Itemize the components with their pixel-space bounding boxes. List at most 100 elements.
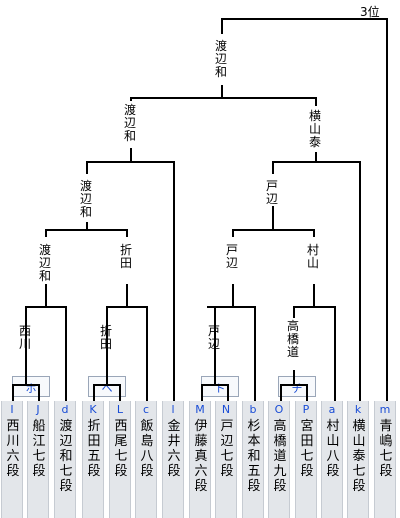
bracket-line [293, 306, 336, 308]
player-name: 飯島八段 [140, 419, 154, 479]
bracket-line [119, 384, 121, 401]
group-box-chi: チ [278, 376, 316, 397]
bracket-line [93, 384, 121, 386]
player-name: 渡辺和七段 [59, 419, 73, 494]
bracket-line [106, 306, 148, 308]
match-winner-label: 折田 [99, 324, 112, 351]
bracket-line [126, 284, 128, 306]
player-slot[interactable]: P 宮田七段 [295, 401, 317, 518]
match-winner-label: 戸辺 [265, 179, 278, 206]
slot-code: O [274, 403, 284, 416]
bracket-line [146, 306, 148, 401]
bracket-line [221, 85, 223, 97]
bracket-line [65, 306, 67, 401]
bracket-line [232, 229, 315, 231]
bracket-line [130, 148, 132, 161]
slot-code: I [10, 403, 14, 416]
bracket-line [173, 161, 175, 401]
bracket-line [221, 18, 388, 20]
bracket-line [315, 152, 317, 161]
match-winner-label: 折田 [119, 243, 132, 270]
group-box-to: ト [201, 376, 239, 397]
bracket-line [280, 384, 308, 386]
bracket-line [45, 229, 47, 237]
player-slot[interactable]: d 渡辺和七段 [54, 401, 76, 518]
bracket-line [272, 161, 274, 174]
bracket-line [45, 284, 47, 306]
slot-code: d [61, 403, 69, 416]
third-place-label: 3位 [360, 5, 380, 19]
bracket-line [45, 229, 128, 231]
bracket-line [207, 306, 256, 308]
match-winner-label: 戸辺 [225, 243, 238, 270]
bracket-line [106, 306, 108, 384]
bracket-line [130, 97, 132, 101]
bracket-line [334, 306, 336, 401]
bracket-line [272, 161, 361, 163]
bracket-line [386, 18, 388, 401]
player-name: 青嶋七段 [379, 419, 393, 479]
bracket-line [293, 306, 295, 318]
bracket-line [315, 97, 317, 106]
match-winner-label: 高橋道 [286, 319, 299, 359]
group-label: ト [214, 382, 226, 395]
player-name: 高橋道九段 [273, 419, 287, 494]
player-slot[interactable]: M 伊藤真六段 [189, 401, 211, 518]
slot-code: M [195, 403, 205, 416]
player-name: 船江七段 [32, 419, 46, 479]
bracket-line [126, 229, 128, 237]
player-name: 宮田七段 [300, 419, 314, 479]
match-winner-label: 渡辺和 [38, 243, 51, 283]
group-label: チ [291, 382, 303, 395]
player-name: 村山八段 [326, 419, 340, 479]
slot-code: N [221, 403, 231, 416]
player-name: 伊藤真六段 [194, 419, 208, 494]
player-name: 杉本和五段 [247, 419, 261, 494]
bracket-line [12, 384, 14, 401]
player-slot[interactable]: I 西川六段 [1, 401, 23, 518]
bracket-line [280, 384, 282, 401]
bracket-line [201, 384, 229, 386]
bracket-line [25, 306, 27, 384]
player-name: 西尾七段 [114, 419, 128, 479]
player-slot[interactable]: O 高橋道九段 [268, 401, 290, 518]
slot-code: c [142, 403, 150, 416]
slot-code: P [302, 403, 310, 416]
player-name: 金井六段 [167, 419, 181, 479]
bracket-line [254, 306, 256, 401]
slot-code: m [379, 403, 391, 416]
player-name: 西川六段 [6, 419, 20, 479]
slot-code: L [116, 403, 124, 416]
group-label: ホ [25, 382, 37, 395]
bracket-line [293, 370, 295, 384]
bracket-line [221, 18, 223, 34]
match-winner-label: 戸辺 [207, 324, 220, 351]
bracket-line [232, 284, 234, 306]
player-slot[interactable]: l 金井六段 [162, 401, 184, 518]
bracket-line [313, 229, 315, 237]
bracket-line [86, 161, 88, 174]
bracket-line [86, 222, 88, 229]
player-name: 戸辺七段 [220, 419, 234, 479]
bracket-line [130, 97, 317, 99]
player-slot[interactable]: m 青嶋七段 [374, 401, 396, 518]
player-slot[interactable]: c 飯島八段 [135, 401, 157, 518]
player-slot[interactable]: N 戸辺七段 [215, 401, 237, 518]
match-winner-label: 西川 [18, 324, 31, 351]
player-slot[interactable]: L 西尾七段 [109, 401, 131, 518]
slot-code: a [328, 403, 336, 416]
group-box-ho: ホ [12, 376, 50, 397]
bracket-line [25, 306, 67, 308]
bracket-line [86, 161, 175, 163]
match-winner-label: 村山 [306, 243, 319, 270]
match-winner-label: 渡辺和 [79, 179, 92, 219]
bracket-line [227, 384, 229, 401]
bracket-line [93, 384, 95, 401]
slot-code: l [171, 403, 175, 416]
player-slot[interactable]: a 村山八段 [321, 401, 343, 518]
